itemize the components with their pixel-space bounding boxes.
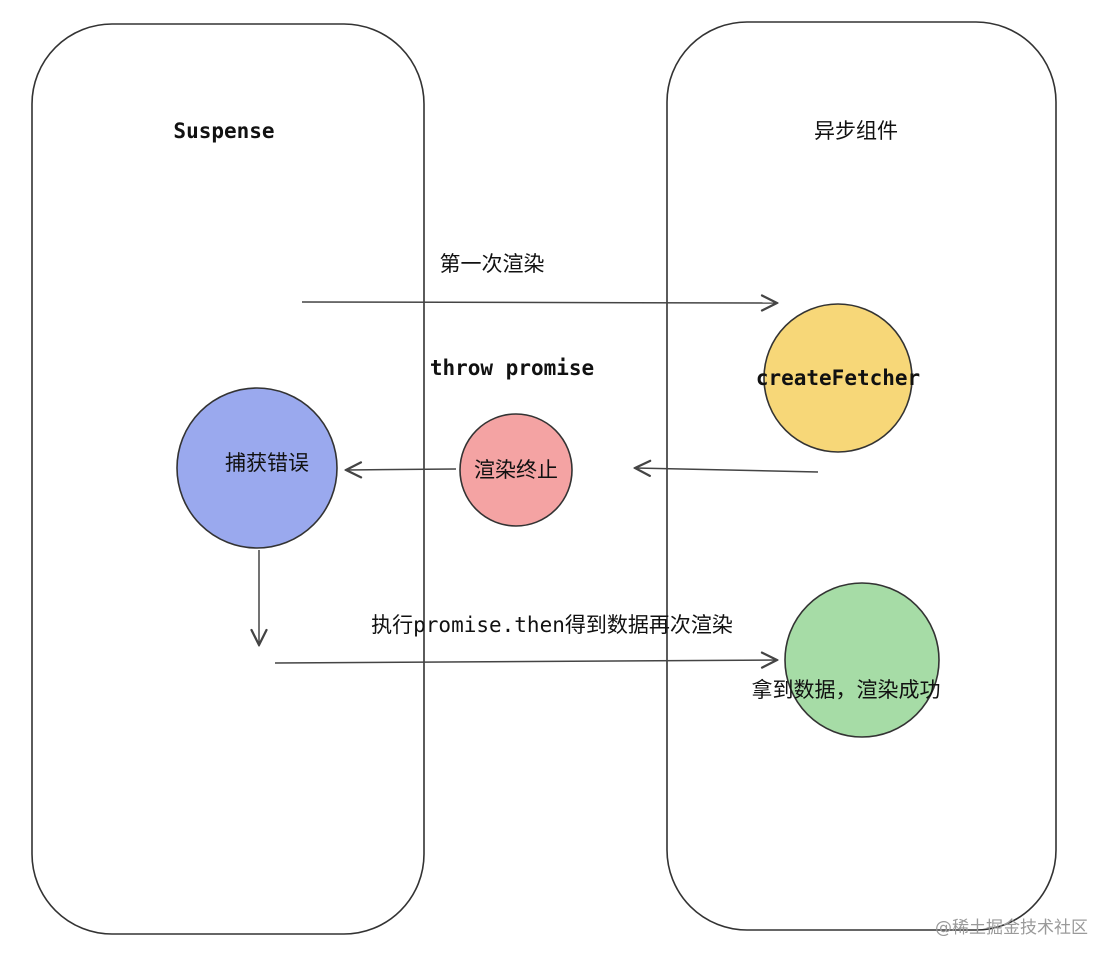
lane-async-component xyxy=(666,21,1057,931)
node-render-success xyxy=(784,582,940,738)
node-render-success-label: 拿到数据，渲染成功 xyxy=(752,678,941,702)
lane-suspense-label: Suspense xyxy=(173,119,274,143)
lane-async-component-label: 异步组件 xyxy=(814,119,898,143)
edge-first-render-label: 第一次渲染 xyxy=(440,252,545,276)
edge-rerender-label: 执行promise.then得到数据再次渲染 xyxy=(371,613,733,637)
node-render-abort-label: 渲染终止 xyxy=(474,458,558,482)
edge-fetcher-to-abort xyxy=(635,468,819,472)
edge-throw-promise xyxy=(346,469,457,470)
node-catch-error xyxy=(176,387,338,549)
edge-first-render xyxy=(301,302,777,303)
node-render-abort xyxy=(459,413,573,527)
edge-throw-promise-label: throw promise xyxy=(430,356,594,380)
node-create-fetcher xyxy=(763,303,913,453)
edge-rerender xyxy=(274,660,777,663)
lane-suspense xyxy=(31,23,425,935)
node-create-fetcher-label: createFetcher xyxy=(756,366,920,390)
node-catch-error-label: 捕获错误 xyxy=(225,451,309,475)
watermark: @稀土掘金技术社区 xyxy=(935,918,1088,938)
